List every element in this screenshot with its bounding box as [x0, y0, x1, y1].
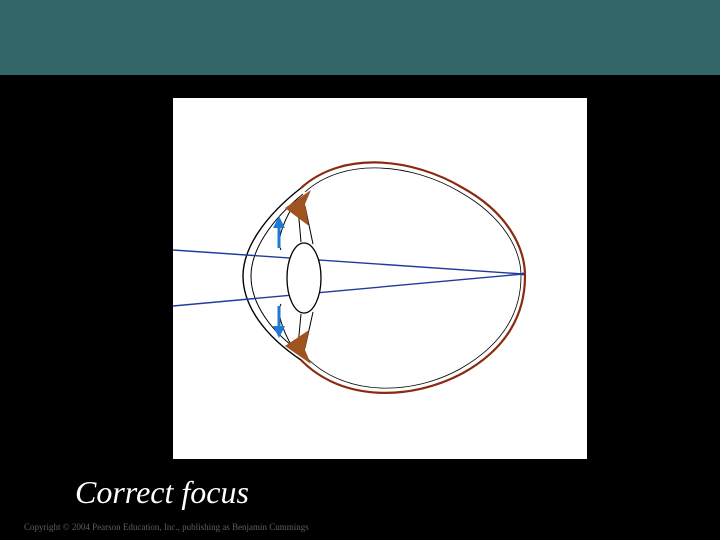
copyright-notice: Copyright © 2004 Pearson Education, Inc.…: [24, 522, 309, 532]
lens: [286, 242, 322, 314]
cornea: [242, 187, 302, 361]
suspensory-arrow-upper-icon: [273, 216, 285, 248]
slide-caption: Correct focus: [75, 474, 249, 510]
suspensory-arrow-lower-icon: [273, 306, 285, 338]
ciliary-muscle-upper-icon: [285, 190, 311, 226]
focal-point-icon: [521, 272, 525, 276]
eyeball-outline: [300, 161, 527, 394]
header-bar: [0, 0, 720, 75]
light-ray-lower: [173, 273, 524, 307]
eye-diagram-panel: [173, 98, 587, 459]
eyeball-inner-line: [304, 167, 522, 389]
ciliary-muscle-lower-icon: [285, 330, 311, 364]
light-ray-upper: [173, 249, 524, 275]
eye-diagram: [173, 161, 527, 394]
